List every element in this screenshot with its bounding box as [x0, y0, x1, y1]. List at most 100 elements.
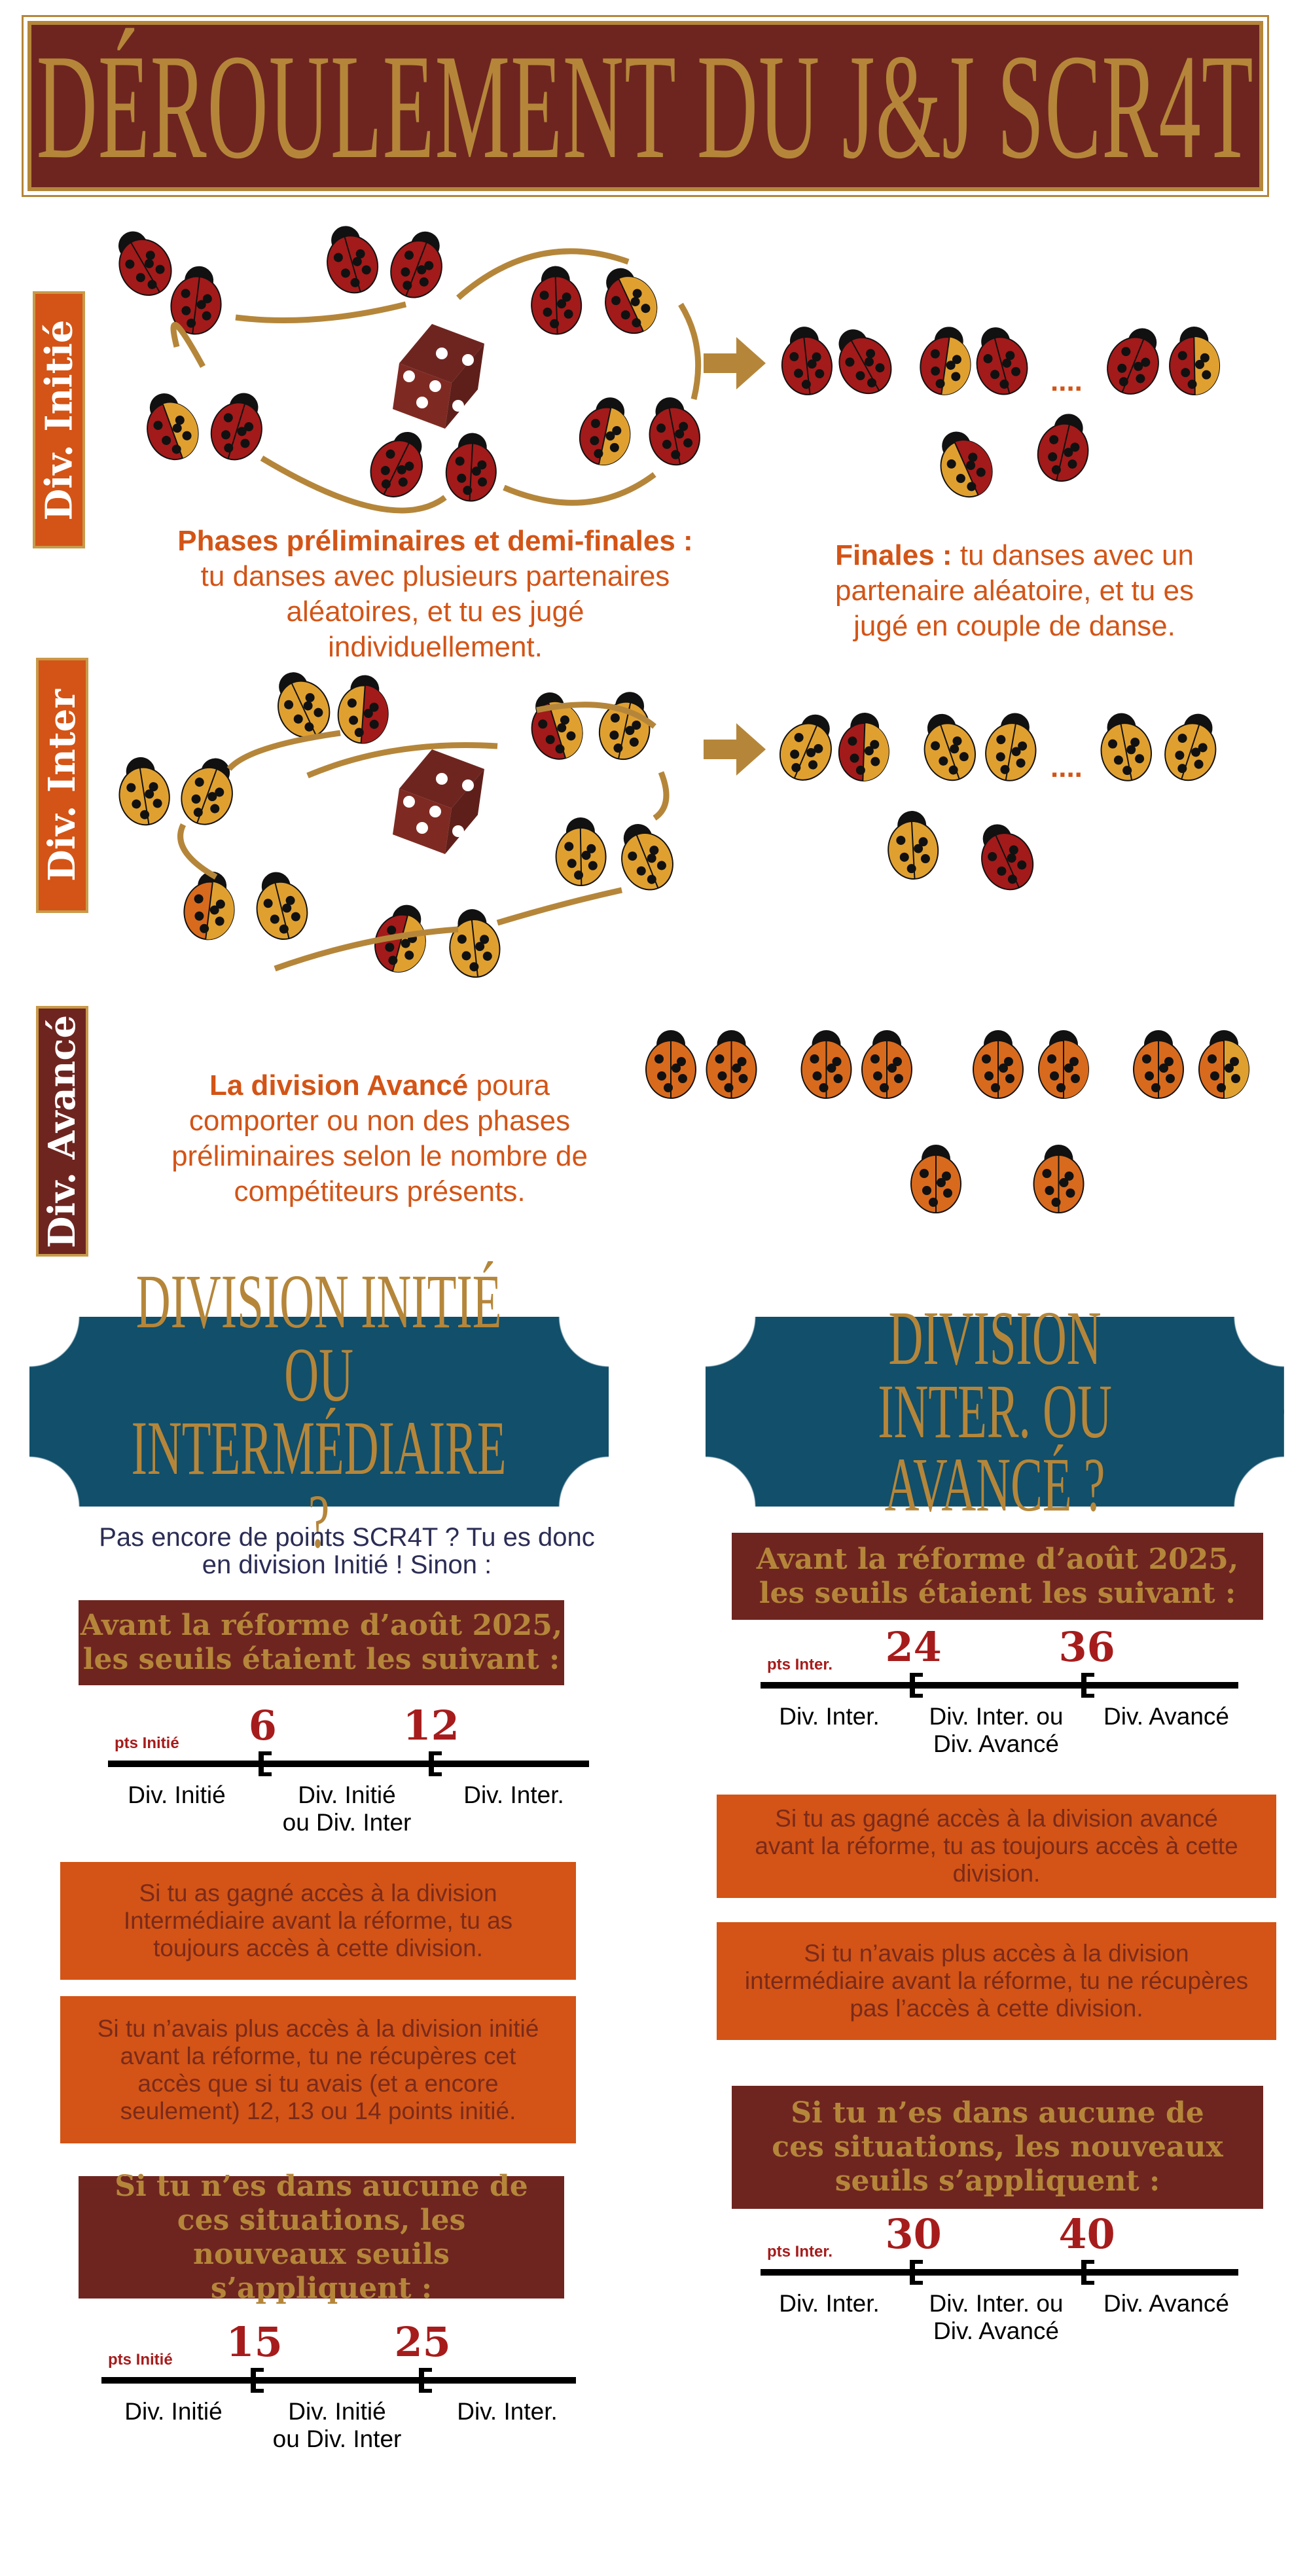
note-box-2: Si tu n’avais plus accès à la division i…: [60, 1996, 576, 2143]
ladybug-icon: [923, 713, 976, 781]
ladybug-icon: [1164, 713, 1217, 781]
range-label-3: Div. Inter.: [457, 2398, 558, 2425]
range-label-2: Div. Initié ou Div. Inter: [272, 2398, 402, 2452]
new-thresholds-box: Si tu n’es dans aucune de ces situations…: [732, 2086, 1263, 2209]
intro-text: Pas encore de points SCR4T ? Tu es donc …: [99, 1523, 595, 1579]
timeline-line: [761, 2269, 1238, 2276]
avance-text: poura comporter ou non des phases prélim…: [171, 1069, 588, 1208]
range-label-2: Div. Inter. ou Div. Avancé: [929, 1703, 1064, 1757]
ladybug-icon: [337, 675, 389, 744]
finales-bold: Finales :: [835, 539, 952, 571]
ladybug-icon: [940, 431, 993, 498]
tick-mark: [1081, 2260, 1094, 2285]
arrow-right-icon: [704, 723, 766, 776]
left-heading: DIVISION INITIÉ OU INTERMÉDIAIRE ?: [132, 1259, 507, 1564]
ladybug-icon: [449, 909, 501, 978]
curved-arrow-icon: [306, 742, 498, 779]
ladybug-icon: [981, 824, 1034, 891]
range-label-1: Div. Initié: [128, 1781, 226, 1808]
arrow-right-icon: [704, 337, 766, 389]
ladybug-icon: [531, 692, 583, 760]
threshold-2: 36: [1058, 1623, 1115, 1671]
curved-arrow-icon: [653, 771, 670, 821]
ladybug-icon: [973, 1030, 1024, 1099]
curved-arrow-icon: [235, 301, 407, 323]
note-box-1: Si tu as gagné accès à la division avanc…: [717, 1795, 1276, 1898]
ladybug-icon: [781, 327, 833, 395]
division-label-inter: Div. Inter: [36, 658, 88, 913]
range-label-1: Div. Inter.: [779, 2290, 880, 2317]
right-heading: DIVISION INTER. OU AVANCÉ ?: [878, 1295, 1112, 1528]
finales-text: tu danses avec un partenaire aléatoire, …: [835, 539, 1194, 642]
ladybug-icon: [170, 266, 222, 335]
ladybug-icon: [1133, 1030, 1184, 1099]
ladybug-icon: [621, 823, 673, 891]
curved-arrow-icon: [503, 472, 656, 506]
timeline-line: [761, 1682, 1238, 1689]
ladybug-icon: [118, 231, 172, 296]
curved-arrow-icon: [260, 456, 447, 514]
note-box-1: Si tu as gagné accès à la division Inter…: [60, 1862, 576, 1980]
title-banner: DÉROULEMENT DU J&J SCR4T: [22, 15, 1269, 197]
ladybug-icon: [181, 758, 233, 825]
ladybug-icon: [1037, 414, 1089, 482]
ladybug-icon: [976, 327, 1028, 395]
left-heading-plaque: DIVISION INITIÉ OU INTERMÉDIAIRE ?: [29, 1263, 609, 1560]
ladybug-icon: [888, 811, 939, 880]
ladybug-icon: [1038, 1030, 1089, 1099]
new-thresholds-box: Si tu n’es dans aucune de ces situations…: [79, 2170, 564, 2305]
curved-arrow-icon: [536, 702, 656, 729]
threshold-1: 30: [885, 2210, 942, 2258]
ladybug-icon: [1033, 1145, 1085, 1213]
range-label-2: Div. Initié ou Div. Inter: [282, 1781, 412, 1836]
ladybug-icon: [555, 817, 607, 886]
ladybug-icon: [1100, 713, 1152, 781]
ladybug-icon: [779, 714, 832, 781]
range-label-3: Div. Avancé: [1103, 2290, 1229, 2317]
note-box-2: Si tu n’avais plus accès à la division i…: [717, 1922, 1276, 2040]
range-label-3: Div. Avancé: [1103, 1703, 1229, 1730]
division-label-text: Div. Initié: [37, 319, 81, 520]
division-label-avance: Div. Avancé: [36, 1006, 88, 1257]
curved-arrow-icon: [678, 302, 702, 401]
timeline-unit: pts Initié: [115, 1734, 179, 1752]
ladybug-icon: [210, 393, 262, 461]
division-label-text: Div. Inter: [41, 689, 84, 882]
avance-description: La division Avancé poura comporter ou no…: [151, 1068, 609, 1209]
dice-icon: [393, 324, 484, 429]
timeline-new: pts Inter. 30 40 Div. Inter. Div. Inter.…: [761, 2210, 1238, 2361]
ladybug-icon: [390, 231, 442, 298]
ladybug-icon: [183, 871, 235, 940]
ladybug-icon: [278, 672, 331, 738]
curved-arrow-icon: [170, 322, 206, 368]
curved-arrow-icon: [177, 823, 218, 880]
division-label-text: Div. Avancé: [41, 1014, 84, 1248]
ladybug-icon: [118, 757, 170, 826]
timeline-line: [108, 1761, 589, 1767]
threshold-1: 24: [885, 1623, 942, 1671]
ladybug-icon: [579, 397, 631, 466]
tick-mark: [419, 2368, 432, 2393]
ladybug-icon: [605, 268, 658, 334]
tick-mark: [251, 2368, 264, 2393]
threshold-2: 25: [394, 2318, 451, 2366]
avance-bold: La division Avancé: [209, 1069, 469, 1101]
ladybug-icon: [861, 1030, 912, 1099]
finales-description: Finales : tu danses avec un partenaire a…: [812, 538, 1217, 644]
ellipsis-dots: ....: [1050, 365, 1083, 397]
ladybug-icon: [445, 433, 497, 502]
dice-icon: [393, 749, 484, 854]
timeline-new: pts Initié 15 25 Div. Initié Div. Initié…: [101, 2318, 576, 2469]
ladybug-icon: [598, 692, 651, 760]
ladybug-icon: [645, 1030, 696, 1099]
tick-mark: [259, 1751, 272, 1776]
curved-arrow-icon: [226, 730, 341, 772]
phases-text: tu danses avec plusieurs partenaires alé…: [200, 560, 670, 663]
ellipsis-dots: ....: [1050, 751, 1083, 783]
ladybug-icon: [800, 1030, 852, 1099]
ladybug-icon: [374, 904, 426, 973]
tick-mark: [429, 1751, 442, 1776]
ladybug-illustration: [118, 226, 1249, 1213]
curved-arrow-icon: [274, 926, 459, 972]
division-label-initie: Div. Initié: [33, 291, 85, 548]
